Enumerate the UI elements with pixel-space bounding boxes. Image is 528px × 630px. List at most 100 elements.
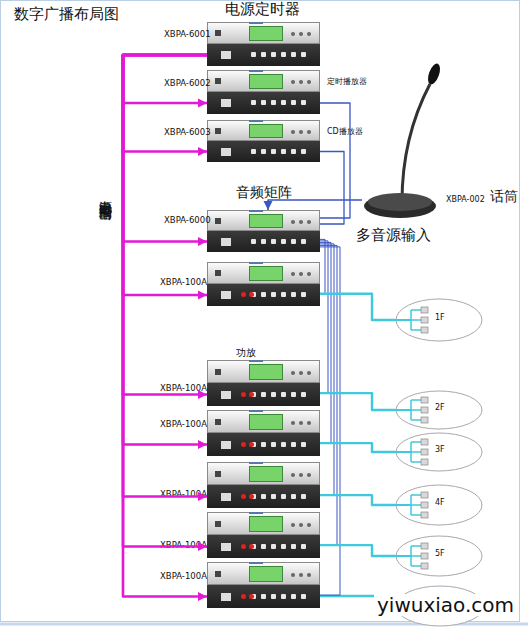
speaker-line — [411, 399, 421, 401]
port — [301, 100, 306, 105]
power-switch — [215, 419, 221, 425]
port — [271, 292, 276, 297]
binding-post — [241, 494, 246, 499]
zone-label: 2F — [435, 404, 445, 413]
speaker-icon — [421, 407, 428, 413]
mic-neck — [402, 84, 430, 202]
lcd-screen — [249, 466, 283, 482]
model-label: XBPA-6002 — [164, 79, 211, 88]
logo-mark — [249, 70, 263, 72]
microphone: XBPA-002话筒 — [362, 62, 440, 220]
model-label: XBPA-100A — [160, 541, 207, 550]
port — [261, 52, 266, 57]
speaker-icon — [421, 307, 428, 313]
speaker-icon — [421, 397, 428, 403]
speaker-line — [411, 309, 421, 311]
speaker-line — [320, 545, 395, 556]
panel-button — [299, 80, 303, 84]
power-socket — [221, 493, 231, 501]
rear-panel — [207, 92, 320, 114]
speaker-line — [411, 565, 421, 567]
front-panel — [207, 210, 320, 231]
panel-button — [307, 272, 311, 276]
zone-ellipse — [396, 299, 482, 341]
binding-post — [249, 292, 254, 297]
power-socket — [221, 291, 231, 299]
binding-post — [241, 544, 246, 549]
port — [281, 594, 286, 599]
zone-label: 5F — [435, 550, 445, 559]
power-control-line — [123, 55, 207, 547]
microphone-drawing — [362, 62, 440, 220]
port — [281, 149, 286, 154]
panel-button — [299, 523, 303, 527]
port — [261, 594, 266, 599]
rear-panel — [207, 585, 320, 608]
device-caption: 话筒 — [490, 189, 518, 204]
frame-edge — [0, 623, 528, 626]
port — [291, 100, 296, 105]
matrix-output-line — [320, 244, 334, 495]
power-socket — [221, 51, 231, 59]
power-control-line — [123, 55, 207, 597]
port — [251, 100, 256, 105]
amplifier-device: 功放XBPA-100A — [207, 360, 320, 406]
port — [291, 149, 296, 154]
logo-mark — [249, 262, 263, 264]
panel-button — [307, 473, 311, 477]
port — [261, 442, 266, 447]
diagram-title: 数字广播布局图 — [14, 6, 119, 23]
model-label: XBPA-100A — [160, 278, 207, 287]
matrix-output-line — [320, 239, 325, 293]
zone-ellipse: 4F — [395, 484, 483, 526]
speaker-icon — [421, 317, 428, 323]
binding-post — [241, 594, 246, 599]
audio-line — [320, 103, 350, 218]
front-panel — [207, 22, 320, 44]
timer-device: 电源定时器XBPA-6001 — [207, 22, 320, 66]
port — [281, 100, 286, 105]
arrow-head — [198, 390, 207, 399]
speaker-icon — [421, 417, 428, 423]
arrow-head — [198, 592, 207, 601]
speaker-icon — [421, 449, 428, 455]
rear-panel — [207, 433, 320, 456]
matrix-output-line — [320, 242, 331, 443]
port — [271, 149, 276, 154]
front-panel — [207, 70, 320, 92]
input-label: 多音源输入 — [356, 227, 431, 244]
speaker-line — [411, 461, 421, 463]
power-socket — [221, 543, 231, 551]
power-socket — [221, 148, 231, 156]
lcd-screen — [249, 214, 283, 228]
speaker-line — [411, 441, 421, 443]
arrow-head — [198, 440, 207, 449]
rear-panel — [207, 44, 320, 66]
speaker-line — [411, 329, 421, 331]
zone-label: 4F — [435, 499, 445, 508]
port — [271, 100, 276, 105]
watermark: yiwuxiao.com — [374, 594, 517, 616]
front-panel — [207, 410, 320, 433]
model-label: XBPA-6001 — [164, 30, 211, 39]
speaker-icon — [421, 439, 428, 445]
front-panel — [207, 262, 320, 284]
lcd-screen — [249, 516, 283, 532]
model-label: XBPA-6003 — [164, 128, 211, 137]
arrow-head — [198, 291, 207, 300]
speaker-line — [411, 409, 421, 411]
power-control-line — [123, 55, 207, 497]
lcd-screen — [249, 26, 283, 41]
port — [301, 392, 306, 397]
power-socket — [221, 238, 231, 246]
power-switch — [215, 218, 221, 224]
speaker-line — [411, 419, 421, 421]
power-socket — [221, 441, 231, 449]
port — [281, 442, 286, 447]
panel-button — [299, 32, 303, 36]
speaker-line — [320, 294, 395, 320]
rear-panel — [207, 383, 320, 406]
power-switch — [215, 521, 221, 527]
player-device: XBPA-6002定时播放器 — [207, 70, 320, 114]
front-panel — [207, 562, 320, 585]
